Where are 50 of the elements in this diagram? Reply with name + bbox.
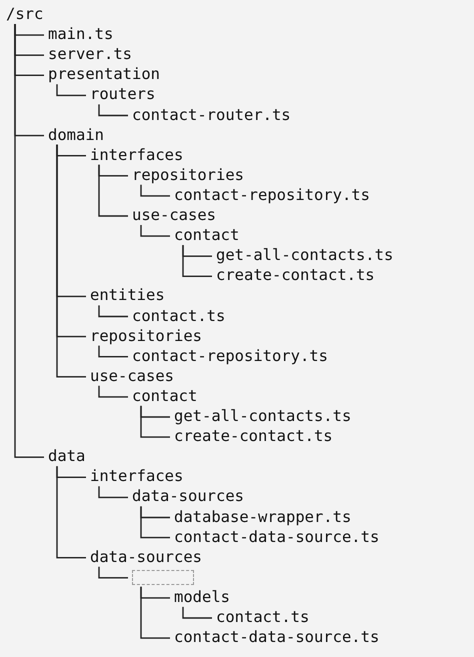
folder-name: data [48,447,86,466]
tree-line [98,104,128,116]
file-name: create-contact.ts [216,266,375,286]
tree-line [140,586,170,639]
tree-line [56,84,86,96]
file-name: contact-router.ts [132,106,291,124]
folder-name: presentation [48,65,160,84]
tree-line [56,466,86,558]
file-name: contact.ts [132,306,226,326]
folder-name: interfaces [90,467,184,486]
folder-name: use-cases [132,206,216,225]
folder-name: contact [174,226,240,246]
tree-line [182,245,212,277]
file-name: create-contact.ts [174,427,333,446]
file-name: contact-repository.ts [132,346,328,366]
tree-line [182,606,212,619]
tree-line [98,486,128,498]
folder-name: /src [6,5,44,24]
folder-name: use-cases [90,366,174,386]
tree-line [14,24,44,458]
folder-name: models [174,588,230,607]
file-name: contact-data-source.ts [174,628,380,648]
tree-line [98,164,128,217]
tree-line [98,386,128,398]
tree-line [140,184,170,197]
tree-line [98,346,128,358]
folder-name: repositories [90,326,202,346]
folder-name: routers [90,85,156,104]
file-name: database-wrapper.ts [174,508,352,526]
folder-name: data-sources [132,487,244,506]
folder-name: entities [90,286,165,306]
file-name: server.ts [48,45,132,64]
file-name: contact.ts [216,608,310,627]
folder-name: interfaces [90,146,184,165]
folder-name: repositories [132,166,244,185]
folder-name: domain [48,126,104,145]
folder-name: contact [132,386,198,406]
tree-line [56,144,86,378]
tree-line [98,566,128,578]
tree-line [140,406,170,438]
file-name: get-all-contacts.ts [174,407,352,426]
file-name: get-all-contacts.ts [216,246,394,266]
folder-name: data-sources [90,548,202,567]
tree-line [98,305,128,318]
file-name: contact-data-source.ts [174,528,380,547]
file-name: main.ts [48,25,114,44]
tree-line [140,225,170,237]
tree-line [140,506,170,538]
file-name: contact-repository.ts [174,186,370,205]
folder-placeholder [132,570,194,585]
